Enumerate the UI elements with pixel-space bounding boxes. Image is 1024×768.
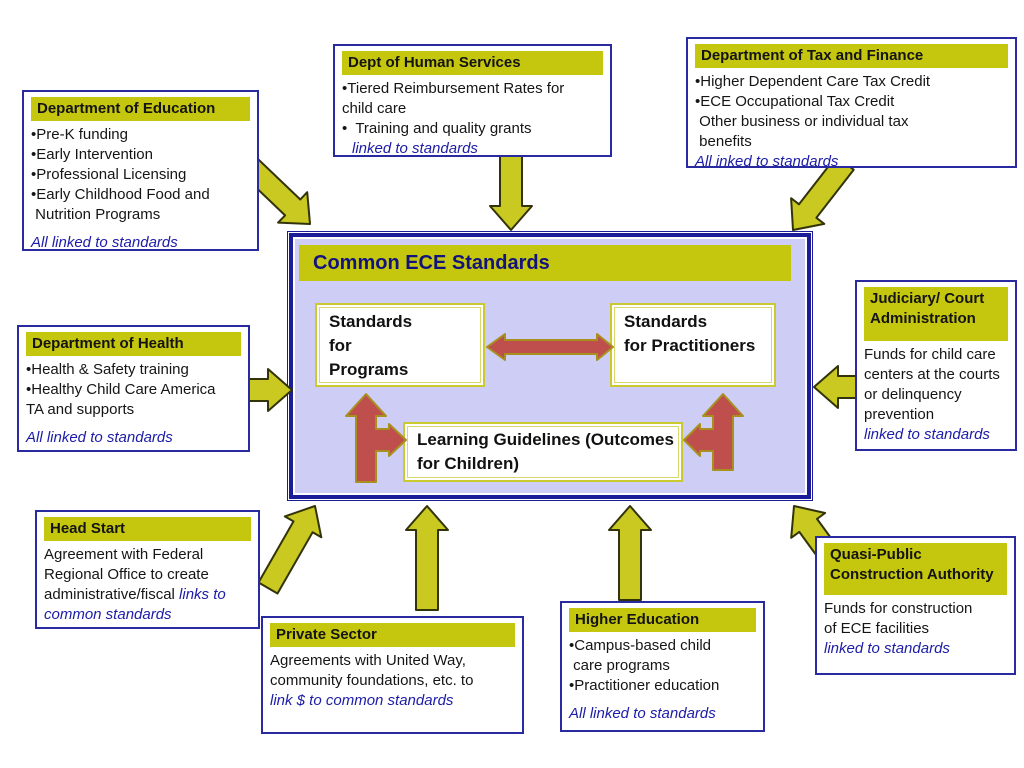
linked-note: All linked to standards	[31, 234, 178, 251]
linked-note: All linked to standards	[569, 705, 716, 722]
text-line: Agreements with United Way,	[270, 651, 515, 671]
plain-text: Regional Office to create	[44, 566, 209, 583]
quasi-public-box-title: Quasi-Public Construction Authority	[824, 543, 1007, 595]
text-line: •Early Childhood Food and	[31, 186, 210, 203]
linked-text: link $ to common standards	[270, 692, 454, 709]
tax-finance-box: Department of Tax and Finance •Higher De…	[686, 37, 1017, 170]
standards-for-practitioners-box: Standards for Practitioners	[610, 303, 776, 387]
human-services-box-title: Dept of Human Services	[342, 51, 603, 75]
common-ece-standards-panel: Common ECE Standards Standards for Progr…	[289, 233, 811, 499]
tax-finance-box-title: Department of Tax and Finance	[695, 44, 1008, 68]
plain-text: administrative/fiscal	[44, 586, 180, 603]
plain-text: community foundations, etc. to	[270, 672, 474, 689]
linked-text: common standards	[44, 606, 172, 623]
text-line: •Practitioner education	[569, 677, 720, 694]
arrow-human-services-to-center-icon	[489, 151, 533, 231]
standards-for-programs-box: Standards for Programs	[315, 303, 485, 387]
learning-guidelines-box: Learning Guidelines (Outcomes for Childr…	[403, 422, 683, 482]
human-services-box: Dept of Human Services •Tiered Reimburse…	[333, 44, 612, 157]
arrow-private-sector-to-center-icon	[405, 505, 449, 611]
private-sector-box-title: Private Sector	[270, 623, 515, 647]
linked-note: linked to standards	[864, 426, 990, 443]
text-line: •Campus-based child	[569, 637, 711, 654]
text-line: community foundations, etc. to	[270, 671, 515, 691]
arrow-higher-education-to-center-icon	[608, 505, 652, 601]
text-line: • Training and quality grants	[342, 120, 532, 137]
linked-text: links to	[179, 586, 226, 603]
education-box-title: Department of Education	[31, 97, 250, 121]
text-line: Funds for child care	[864, 346, 996, 363]
text-line: •Higher Dependent Care Tax Credit	[695, 73, 931, 90]
head-start-box: Head Start Agreement with Federal Region…	[35, 510, 260, 629]
text-line: •Healthy Child Care America	[26, 381, 216, 398]
higher-education-box-title: Higher Education	[569, 608, 756, 632]
central-title: Common ECE Standards	[299, 245, 791, 281]
text-line: of ECE facilities	[824, 620, 930, 637]
head-start-box-title: Head Start	[44, 517, 251, 541]
health-box: Department of Health •Health & Safety tr…	[17, 325, 250, 452]
text-line: child care	[342, 100, 407, 117]
linked-note: linked to standards	[352, 140, 478, 157]
text-line: •Early Intervention	[31, 146, 153, 163]
health-box-title: Department of Health	[26, 332, 241, 356]
text-line: Other business or individual tax	[695, 113, 909, 130]
text-line: •Pre-K funding	[31, 126, 128, 143]
text-line: Agreement with Federal	[44, 545, 251, 565]
quasi-public-box: Quasi-Public Construction Authority Fund…	[815, 536, 1016, 675]
text-line: Regional Office to create	[44, 565, 251, 585]
judiciary-box-title: Judiciary/ Court Administration	[864, 287, 1008, 341]
text-line: •ECE Occupational Tax Credit	[695, 93, 895, 110]
linked-note: linked to standards	[824, 640, 950, 657]
text-line: benefits	[695, 133, 752, 150]
higher-education-box: Higher Education •Campus-based child car…	[560, 601, 765, 732]
education-box: Department of Education •Pre-K funding •…	[22, 90, 259, 251]
private-sector-box: Private Sector Agreements with United Wa…	[261, 616, 524, 734]
linked-note: All inked to standards	[695, 153, 839, 170]
linked-note: All linked to standards	[26, 429, 173, 446]
text-line: centers at the courts	[864, 366, 1000, 383]
plain-text: Agreement with Federal	[44, 546, 204, 563]
judiciary-box: Judiciary/ Court Administration Funds fo…	[855, 280, 1017, 451]
text-line: or delinquency	[864, 386, 962, 403]
arrow-head-start-to-center-icon	[257, 505, 323, 595]
text-line: Nutrition Programs	[31, 206, 161, 223]
text-line: •Health & Safety training	[26, 361, 189, 378]
text-line: •Tiered Reimbursement Rates for	[342, 80, 565, 97]
text-line: care programs	[569, 657, 670, 674]
text-line: administrative/fiscal links to	[44, 585, 251, 605]
text-line: TA and supports	[26, 401, 135, 418]
plain-text: Agreements with United Way,	[270, 652, 466, 669]
text-line: prevention	[864, 406, 935, 423]
text-line: •Professional Licensing	[31, 166, 187, 183]
text-line: Funds for construction	[824, 600, 973, 617]
